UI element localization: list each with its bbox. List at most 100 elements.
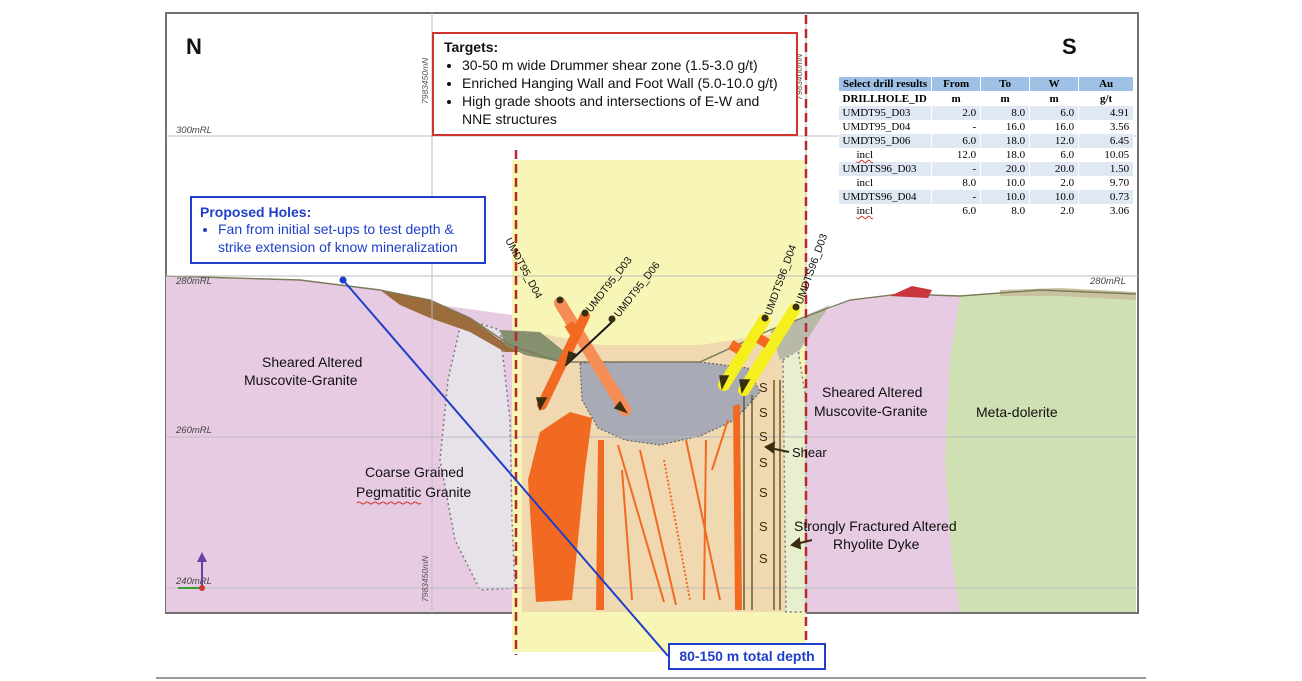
- proposed-title: Proposed Holes:: [200, 204, 312, 220]
- table-cell: 16.0: [980, 120, 1031, 134]
- table-cell: 9.70: [1078, 176, 1135, 190]
- table-cell: 10.0: [980, 190, 1031, 204]
- spellcheck-underline: [356, 501, 422, 505]
- targets-item: High grade shoots and intersections of E…: [462, 92, 786, 128]
- table-row: UMDT95_D04 - 16.0 16.0 3.56: [838, 120, 1135, 134]
- depth-leader-dot: [339, 276, 347, 284]
- table-cell: 2.0: [1029, 176, 1080, 190]
- regolith-right: [770, 305, 830, 360]
- shear-symbol-4: S: [759, 455, 768, 470]
- shear-symbol-3: S: [759, 429, 768, 444]
- table-cell: 6.0: [931, 204, 982, 218]
- hole-trace-umdts96-d04: [718, 314, 770, 391]
- table-cell: incl: [838, 204, 933, 218]
- incl-text: incl: [856, 205, 874, 217]
- table-units-row: DRILLHOLE_ID m m m g/t: [838, 91, 1135, 106]
- table-cell: 16.0: [1029, 120, 1080, 134]
- table-cell: 20.0: [1029, 162, 1080, 176]
- ore-lodes: [528, 404, 742, 610]
- rl-label-240: 240mRL: [175, 576, 212, 587]
- table-cell: 10.05: [1078, 148, 1135, 162]
- table-row: UMDT95_D03 2.0 8.0 6.0 4.91: [838, 106, 1135, 120]
- hole-end-arrow-5: [739, 379, 751, 395]
- pegmatite-body: [439, 317, 516, 591]
- table-header: To: [980, 76, 1031, 92]
- total-depth-label: 80-150 m total depth: [668, 643, 826, 670]
- targets-title: Targets:: [444, 39, 499, 55]
- proposed-list: Fan from initial set-ups to test depth &…: [200, 220, 476, 256]
- incl-text: incl: [856, 149, 874, 161]
- shear-symbol-5: S: [759, 485, 768, 500]
- dolerite-label: Meta-dolerite: [976, 404, 1058, 420]
- north-label: N: [186, 34, 202, 59]
- pegmatite-label-2: Pegmatitic Granite: [356, 484, 471, 500]
- table-cell: DRILLHOLE_ID: [838, 91, 933, 106]
- table-cell: -: [931, 162, 982, 176]
- table-row: UMDTS96_D03 - 20.0 20.0 1.50: [838, 162, 1135, 176]
- granite-right-label-1: Sheared Altered: [822, 384, 922, 400]
- table-row: UMDTS96_D04 - 10.0 10.0 0.73: [838, 190, 1135, 204]
- surface-red-cap: [890, 286, 932, 298]
- hole-intercept-3: [564, 321, 580, 337]
- granite-right-label-2: Muscovite-Granite: [814, 403, 928, 419]
- table-row: incl 12.0 18.0 6.0 10.05: [838, 148, 1135, 162]
- rl-label-300: 300mRL: [176, 125, 212, 136]
- weathered-pit: [579, 361, 761, 446]
- shear-symbol-6: S: [759, 519, 768, 534]
- table-row: UMDT95_D06 6.0 18.0 12.0 6.45: [838, 134, 1135, 148]
- ore-lode-thin-2: [733, 404, 742, 610]
- rhyolite-label-2: Rhyolite Dyke: [833, 536, 920, 552]
- table-cell: 6.0: [1029, 106, 1080, 120]
- table-cell: -: [931, 120, 982, 134]
- table-cell: m: [980, 91, 1031, 106]
- easting-label-top-right: 7983400mN: [794, 53, 804, 100]
- table-cell: g/t: [1078, 91, 1135, 106]
- south-label: S: [1062, 34, 1077, 59]
- table-row: incl 6.0 8.0 2.0 3.06: [838, 204, 1135, 218]
- table-row: incl 8.0 10.0 2.0 9.70: [838, 176, 1135, 190]
- granite-left-unit: [166, 276, 512, 612]
- collar-umdt95-d03: [581, 309, 589, 317]
- shear-symbol-2: S: [759, 405, 768, 420]
- hole-end-arrow-4: [719, 375, 730, 391]
- table-cell: m: [1029, 91, 1080, 106]
- table-cell: 18.0: [980, 134, 1031, 148]
- meta-dolerite-unit: [945, 290, 1136, 612]
- table-cell: 10.0: [980, 176, 1031, 190]
- shear-fabric-lines: [743, 380, 781, 610]
- hole-end-arrow-3: [565, 351, 577, 366]
- table-cell: 2.0: [1029, 204, 1080, 218]
- ore-lode-main: [528, 412, 592, 602]
- table-cell: m: [931, 91, 982, 106]
- rhyolite-label-1: Strongly Fractured Altered: [794, 518, 957, 534]
- table-cell: incl: [838, 148, 933, 162]
- targets-list: 30-50 m wide Drummer shear zone (1.5-3.0…: [444, 56, 786, 128]
- drill-collars: [556, 296, 800, 323]
- table-cell: 6.45: [1078, 134, 1135, 148]
- ore-veinlets: [617, 419, 729, 606]
- hole-end-arrow-2: [536, 397, 548, 411]
- table-cell: 4.91: [1078, 106, 1135, 120]
- targets-item: Enriched Hanging Wall and Foot Wall (5.0…: [462, 74, 786, 92]
- rl-label-260: 260mRL: [175, 425, 212, 436]
- hole-trace-umdt95-d06: [565, 321, 613, 366]
- regolith-brown: [380, 290, 520, 352]
- table-cell: 6.0: [1029, 148, 1080, 162]
- rhyolite-dyke: [782, 348, 807, 613]
- granite-left-label-1: Sheared Altered: [262, 354, 362, 370]
- drill-results-table: Select drill results From To W Au DRILLH…: [837, 76, 1135, 218]
- granite-right-unit: [806, 294, 960, 612]
- table-cell: 12.0: [931, 148, 982, 162]
- hole-end-arrows: [536, 351, 751, 414]
- table-cell: 8.0: [931, 176, 982, 190]
- ore-lode-thin-1: [596, 440, 604, 610]
- table-header: From: [931, 76, 982, 92]
- table-cell: 3.56: [1078, 120, 1135, 134]
- depth-leader-line: [342, 279, 669, 657]
- table-cell: 10.0: [1029, 190, 1080, 204]
- table-cell: UMDTS96_D04: [838, 190, 933, 204]
- hole-intercept-2: [756, 334, 770, 348]
- drill-hole-traces: [537, 297, 800, 416]
- hole-trace-umdt95-d04: [554, 297, 631, 416]
- axis-marker: [178, 552, 207, 591]
